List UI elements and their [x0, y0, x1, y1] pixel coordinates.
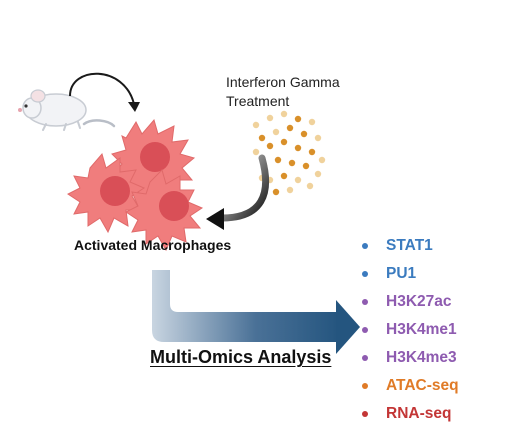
bullet-icon	[362, 299, 368, 305]
treatment-label-line2: Treatment	[226, 93, 290, 109]
omics-label: ATAC-seq	[386, 377, 459, 394]
omics-list-item: ATAC-seq	[362, 372, 459, 400]
cytokine-particle	[252, 148, 260, 156]
omics-label: STAT1	[386, 237, 433, 254]
cytokine-particle	[280, 138, 288, 146]
cytokine-particle	[294, 144, 302, 152]
omics-list-item: H3K4me1	[362, 316, 459, 344]
arrow-icon	[152, 270, 360, 354]
cytokine-particle	[286, 124, 294, 132]
omics-label: H3K4me3	[386, 349, 457, 366]
bullet-icon	[362, 383, 368, 389]
cytokine-particle	[258, 134, 266, 142]
cytokine-particle	[266, 142, 274, 150]
analysis-title: Multi-Omics Analysis	[150, 347, 332, 367]
omics-label: RNA-seq	[386, 405, 452, 422]
omics-label: H3K4me1	[386, 321, 457, 338]
omics-list-item: H3K27ac	[362, 288, 459, 316]
mouse-icon	[18, 89, 116, 131]
cytokine-particle	[294, 115, 302, 123]
bullet-icon	[362, 411, 368, 417]
cytokine-particle	[286, 186, 294, 194]
cytokine-particle	[314, 170, 322, 178]
omics-label: H3K27ac	[386, 293, 452, 310]
omics-list-item: H3K4me3	[362, 344, 459, 372]
bullet-icon	[362, 271, 368, 277]
cytokine-particle	[308, 118, 316, 126]
bullet-icon	[362, 327, 368, 333]
cytokine-particle	[274, 156, 282, 164]
cytokine-particle	[308, 148, 316, 156]
omics-list-item: STAT1	[362, 232, 459, 260]
macrophage-label: Activated Macrophages	[74, 237, 232, 253]
cytokine-particle	[272, 128, 280, 136]
treatment-label-line1: Interferon Gamma	[226, 74, 340, 90]
cytokine-particle	[288, 159, 296, 167]
cytokine-particle	[294, 176, 302, 184]
cytokine-particle	[280, 172, 288, 180]
bullet-icon	[362, 243, 368, 249]
treatment-label: Interferon Gamma Treatment	[226, 73, 376, 111]
cytokine-particle	[266, 114, 274, 122]
omics-label: PU1	[386, 265, 417, 282]
omics-list-item: RNA-seq	[362, 400, 459, 428]
cytokine-particle	[252, 121, 260, 129]
cytokine-particle	[314, 134, 322, 142]
omics-list-item: PU1	[362, 260, 459, 288]
bullet-icon	[362, 355, 368, 361]
curved-arrow-icon	[69, 72, 140, 112]
cytokine-particle	[302, 162, 310, 170]
cytokine-particle	[300, 130, 308, 138]
macrophage-cell-icon	[67, 118, 204, 252]
cytokine-particle	[306, 182, 314, 190]
cytokine-particle	[318, 156, 326, 164]
cytokine-particle	[272, 188, 280, 196]
cytokine-particle	[280, 110, 288, 118]
treatment-arrow-icon	[206, 154, 270, 230]
